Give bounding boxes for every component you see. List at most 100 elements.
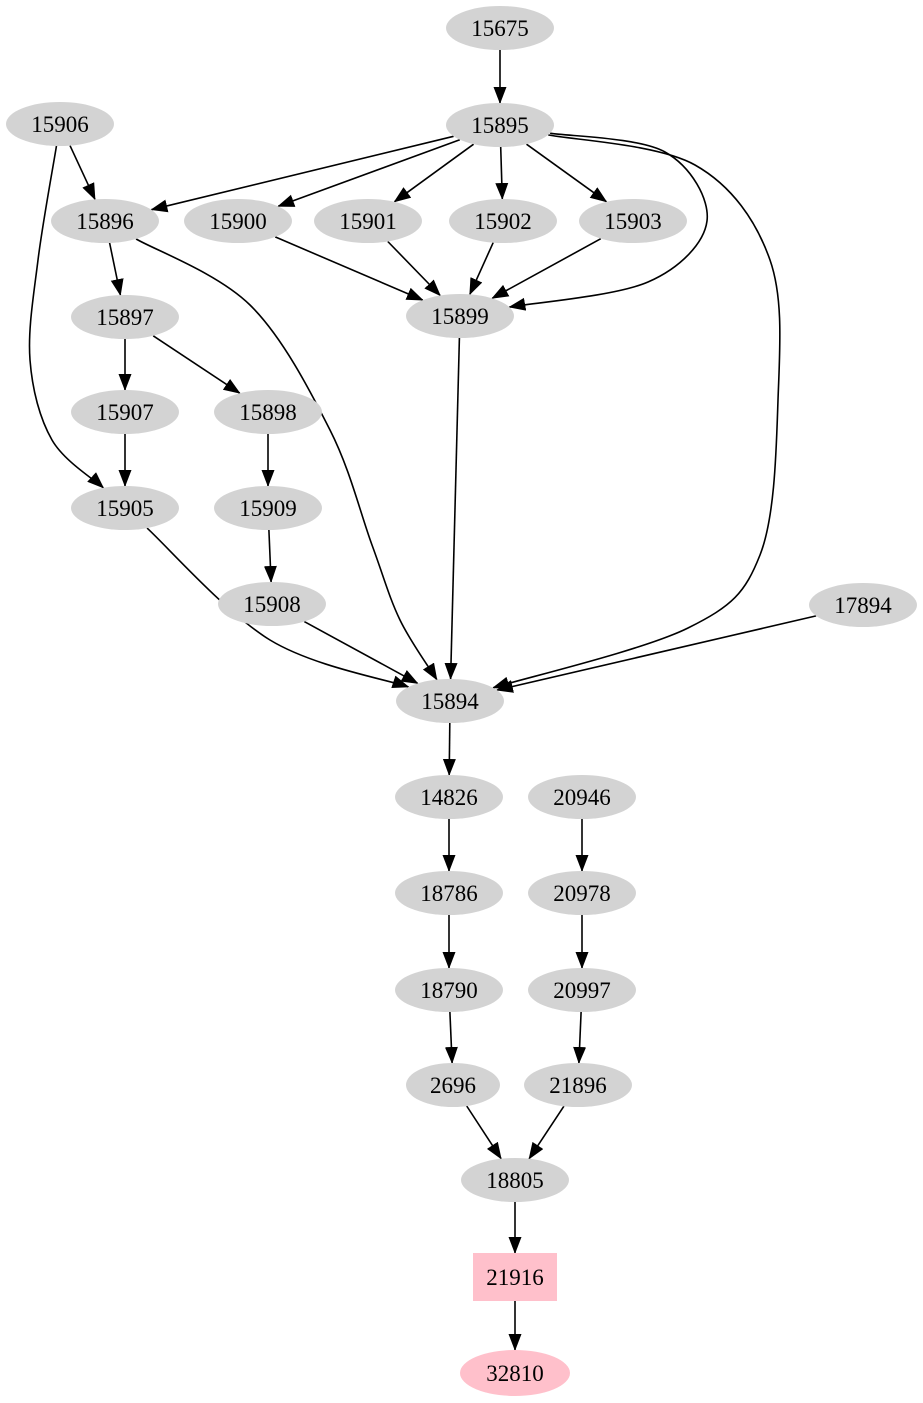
node-18786: 18786 [395, 871, 503, 915]
node-ellipse-shape [579, 199, 687, 243]
node-label: 17894 [834, 593, 892, 618]
node-label: 32810 [486, 1361, 544, 1386]
node-ellipse-shape [71, 295, 179, 339]
node-label: 2696 [430, 1073, 476, 1098]
node-label: 15902 [474, 209, 532, 234]
edge-15895-15899 [508, 132, 709, 311]
node-ellipse-shape [6, 102, 114, 146]
node-ellipse-shape [528, 871, 636, 915]
node-ellipse-shape [528, 968, 636, 1012]
node-ellipse-shape [218, 582, 326, 626]
node-32810: 32810 [460, 1350, 570, 1396]
node-label: 18786 [420, 881, 478, 906]
edge-20997-21896 [573, 1011, 587, 1064]
node-ellipse-shape [395, 775, 503, 819]
node-15903: 15903 [579, 199, 687, 243]
node-20946: 20946 [528, 775, 636, 819]
edge-15900-15899 [274, 236, 424, 301]
node-ellipse-shape [528, 775, 636, 819]
node-label: 15899 [431, 304, 489, 329]
node-ellipse-shape [314, 199, 422, 243]
node-label: 15894 [421, 689, 479, 714]
node-14826: 14826 [395, 775, 503, 819]
node-15905: 15905 [71, 486, 179, 530]
edge-15909-15908 [263, 529, 277, 583]
node-ellipse-shape [395, 871, 503, 915]
edge-21896-18805 [528, 1105, 565, 1160]
edge-15908-15894 [303, 620, 419, 685]
node-ellipse-shape [446, 103, 554, 147]
node-label: 18790 [420, 978, 478, 1003]
edge-15895-15902 [495, 146, 509, 200]
node-18805: 18805 [461, 1158, 569, 1202]
node-label: 15906 [31, 112, 89, 137]
node-ellipse-shape [71, 390, 179, 434]
node-label: 15901 [339, 209, 397, 234]
node-15906: 15906 [6, 102, 114, 146]
node-21916: 21916 [473, 1253, 557, 1301]
node-label: 20946 [553, 785, 611, 810]
node-ellipse-shape [51, 199, 159, 243]
node-label: 15900 [209, 209, 267, 234]
node-label: 14826 [420, 785, 478, 810]
edges-layer [28, 50, 817, 1351]
node-label: 15907 [96, 400, 154, 425]
node-ellipse-shape [214, 390, 322, 434]
node-2696: 2696 [406, 1063, 500, 1107]
edge-18790-2696 [444, 1011, 458, 1064]
node-ellipse-shape [406, 294, 514, 338]
edge-15906-15905 [28, 145, 105, 489]
node-box-shape [473, 1253, 557, 1301]
edge-15903-15899 [491, 237, 602, 300]
node-ellipse-shape [446, 6, 554, 50]
edge-15906-15896 [69, 145, 96, 201]
node-label: 15675 [471, 16, 529, 41]
node-15894: 15894 [396, 679, 504, 723]
node-17894: 17894 [809, 583, 917, 627]
node-label: 15896 [76, 209, 134, 234]
node-ellipse-shape [214, 486, 322, 530]
node-ellipse-shape [524, 1063, 632, 1107]
edge-15901-15899 [387, 240, 441, 297]
node-15909: 15909 [214, 486, 322, 530]
node-15899: 15899 [406, 294, 514, 338]
node-label: 15895 [471, 113, 529, 138]
edge-15897-15898 [152, 335, 241, 394]
node-ellipse-shape [449, 199, 557, 243]
edge-15905-15894 [146, 527, 410, 688]
node-18790: 18790 [395, 968, 503, 1012]
node-label: 15905 [96, 496, 154, 521]
node-ellipse-shape [406, 1063, 500, 1107]
node-21896: 21896 [524, 1063, 632, 1107]
node-label: 15908 [243, 592, 301, 617]
edge-15896-15894 [135, 238, 438, 681]
node-label: 18805 [486, 1168, 544, 1193]
node-15675: 15675 [446, 6, 554, 50]
node-ellipse-shape [184, 199, 292, 243]
node-label: 21916 [486, 1265, 544, 1290]
edge-15895-15901 [393, 143, 475, 203]
edge-15895-15900 [277, 138, 461, 208]
node-20997: 20997 [528, 968, 636, 1012]
node-15900: 15900 [184, 199, 292, 243]
node-15902: 15902 [449, 199, 557, 243]
edge-15899-15894 [444, 337, 461, 680]
node-ellipse-shape [461, 1158, 569, 1202]
node-15897: 15897 [71, 295, 179, 339]
node-ellipse-shape [395, 968, 503, 1012]
edge-15894-14826 [442, 722, 456, 776]
node-ellipse-shape [460, 1350, 570, 1396]
node-15901: 15901 [314, 199, 422, 243]
edge-15902-15899 [469, 242, 494, 296]
node-ellipse-shape [71, 486, 179, 530]
node-ellipse-shape [396, 679, 504, 723]
node-15896: 15896 [51, 199, 159, 243]
edge-15895-15896 [150, 135, 454, 213]
node-label: 20978 [553, 881, 611, 906]
node-label: 15903 [604, 209, 662, 234]
edge-2696-18805 [466, 1105, 502, 1160]
node-15898: 15898 [214, 390, 322, 434]
node-15895: 15895 [446, 103, 554, 147]
